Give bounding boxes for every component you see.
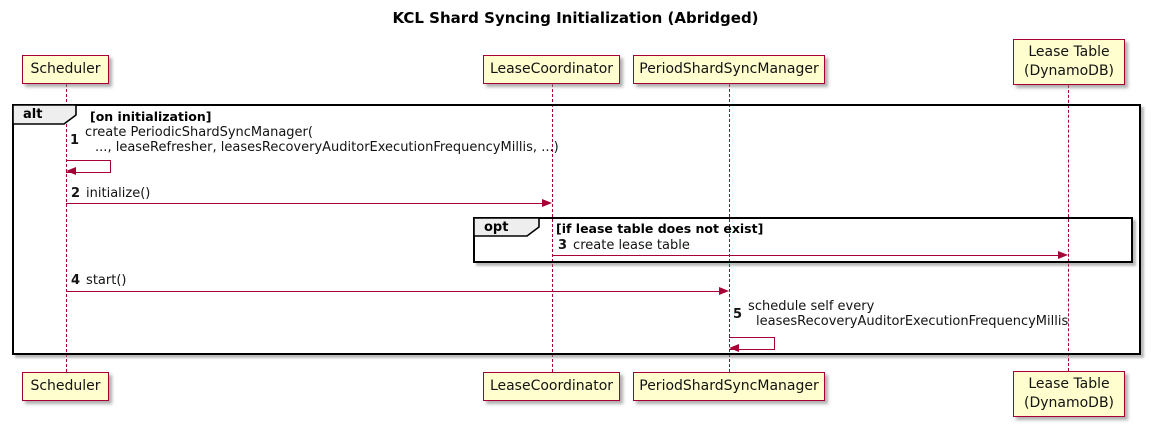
- participant-scheduler-top: Scheduler: [22, 55, 109, 84]
- opt-frame-label: opt: [473, 217, 540, 237]
- opt-operator: opt: [484, 220, 509, 235]
- opt-pentagon-shape: [473, 217, 540, 237]
- message-1-self-arrow: [66, 160, 111, 173]
- lifeline-scheduler: [66, 84, 67, 372]
- message-4-number: 4: [71, 273, 81, 288]
- participant-label: LeaseCoordinator: [489, 378, 614, 394]
- message-4-arrow: [66, 291, 719, 292]
- lifeline-lease-coordinator: [552, 84, 553, 372]
- message-1-label: 1 create PeriodicShardSyncManager( ..., …: [70, 125, 559, 155]
- alt-frame-label: alt: [12, 104, 77, 125]
- message-3-label: 3 create lease table: [558, 238, 690, 253]
- message-5-label: 5 schedule self every leasesRecoveryAudi…: [733, 299, 1068, 329]
- message-1-arrowhead: [66, 167, 76, 175]
- participant-period-shard-sync-manager-bottom: PeriodShardSyncManager: [633, 372, 825, 401]
- message-2-label: 2 initialize(): [71, 186, 150, 201]
- message-5-number: 5: [733, 306, 743, 322]
- participant-label-line2: (DynamoDB): [1023, 63, 1115, 79]
- participant-label: LeaseCoordinator: [489, 61, 614, 77]
- message-3-number: 3: [558, 238, 568, 253]
- message-5-self-arrow: [729, 337, 775, 350]
- participant-label-line2: (DynamoDB): [1023, 395, 1115, 411]
- message-4-arrowhead: [719, 287, 729, 295]
- alt-operator: alt: [23, 107, 43, 122]
- message-1-number: 1: [70, 132, 80, 148]
- message-2-text: initialize(): [86, 186, 151, 201]
- opt-frame: opt [if lease table does not exist]: [473, 217, 1133, 263]
- alt-pentagon-shape: [12, 104, 77, 125]
- participant-lease-coordinator-bottom: LeaseCoordinator: [483, 372, 620, 401]
- participant-lease-coordinator-top: LeaseCoordinator: [483, 55, 620, 84]
- participant-label: Scheduler: [30, 378, 101, 394]
- participant-label: PeriodShardSyncManager: [639, 378, 819, 394]
- lifeline-lease-table: [1068, 85, 1069, 371]
- message-5-arrowhead: [729, 344, 739, 352]
- diagram-title: KCL Shard Syncing Initialization (Abridg…: [392, 9, 759, 27]
- message-2-arrow: [66, 203, 544, 204]
- lifeline-period-shard-sync-manager: [729, 84, 730, 372]
- participant-lease-table-bottom: Lease Table (DynamoDB): [1013, 371, 1125, 417]
- message-2-number: 2: [71, 186, 81, 201]
- message-4-text: start(): [86, 273, 127, 288]
- message-5-text: schedule self every leasesRecoveryAudito…: [748, 299, 1069, 329]
- opt-guard: [if lease table does not exist]: [556, 221, 764, 236]
- alt-guard: [on initialization]: [90, 109, 212, 124]
- participant-label: Lease Table: [1028, 44, 1110, 60]
- participant-period-shard-sync-manager-top: PeriodShardSyncManager: [633, 55, 825, 84]
- message-4-label: 4 start(): [71, 273, 126, 288]
- participant-label: Lease Table: [1028, 376, 1110, 392]
- participant-scheduler-bottom: Scheduler: [22, 372, 109, 401]
- participant-label: PeriodShardSyncManager: [639, 61, 819, 77]
- message-1-text: create PeriodicShardSyncManager( ..., le…: [85, 125, 559, 155]
- message-3-arrow: [552, 255, 1058, 256]
- message-2-arrowhead: [542, 199, 552, 207]
- participant-label: Scheduler: [30, 61, 101, 77]
- message-3-arrowhead: [1058, 251, 1068, 259]
- participant-lease-table-top: Lease Table (DynamoDB): [1013, 39, 1125, 85]
- message-3-text: create lease table: [573, 238, 690, 253]
- alt-frame: alt [on initialization]: [12, 104, 1141, 355]
